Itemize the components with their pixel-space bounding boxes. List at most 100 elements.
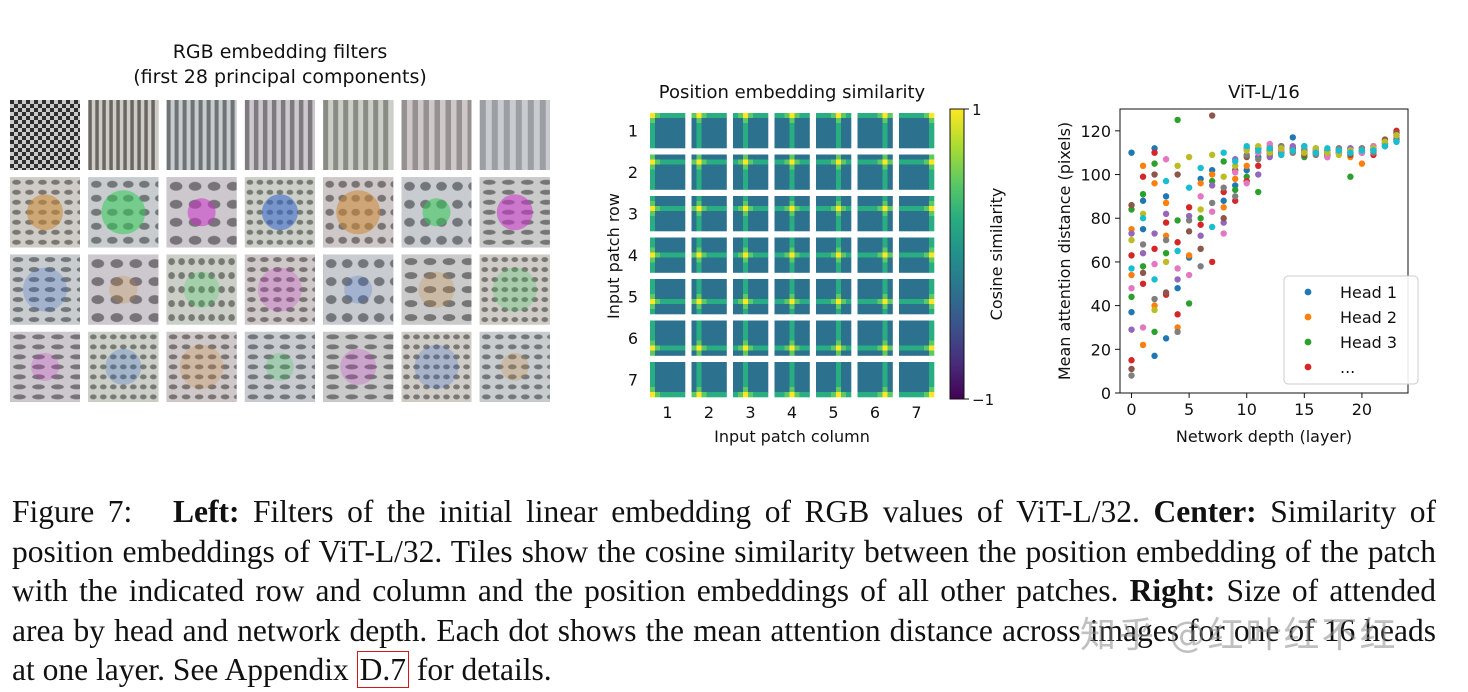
similarity-cell xyxy=(794,340,800,346)
similarity-cell xyxy=(914,143,920,149)
similarity-cell xyxy=(924,299,930,305)
similarity-cell xyxy=(836,196,842,202)
similarity-cell xyxy=(929,309,935,315)
similarity-cell xyxy=(733,289,739,295)
caption-center-head: Center: xyxy=(1153,494,1257,529)
similarity-tile xyxy=(899,237,935,273)
similarity-cell xyxy=(804,340,810,346)
similarity-cell xyxy=(660,289,666,295)
similarity-cell xyxy=(857,362,863,368)
similarity-cell xyxy=(721,154,727,160)
similarity-cell xyxy=(836,123,842,129)
similarity-cell xyxy=(763,252,769,258)
similarity-cell xyxy=(650,350,656,356)
similarity-cell xyxy=(882,184,888,190)
x-tick-label: 4 xyxy=(787,403,797,422)
similarity-cell xyxy=(691,367,697,373)
similarity-cell xyxy=(711,123,717,129)
similarity-cell xyxy=(738,226,744,232)
similarity-cell xyxy=(831,335,837,341)
scatter-point xyxy=(1162,258,1170,266)
similarity-cell xyxy=(857,382,863,388)
similarity-cell xyxy=(701,179,707,185)
appendix-link[interactable]: D.7 xyxy=(356,651,410,688)
similarity-cell xyxy=(650,242,656,248)
similarity-cell xyxy=(899,216,905,222)
similarity-cell xyxy=(748,128,754,134)
similarity-cell xyxy=(882,252,888,258)
similarity-cell xyxy=(650,247,656,253)
similarity-cell xyxy=(701,206,707,212)
similarity-cell xyxy=(872,289,878,295)
similarity-cell xyxy=(914,118,920,124)
similarity-cell xyxy=(836,262,842,268)
filter-tile xyxy=(479,100,550,170)
similarity-cell xyxy=(919,372,925,378)
similarity-cell xyxy=(650,133,656,139)
similarity-cell xyxy=(794,237,800,243)
similarity-cell xyxy=(877,143,883,149)
similarity-cell xyxy=(784,325,790,331)
similarity-cell xyxy=(691,262,697,268)
similarity-cell xyxy=(753,279,759,285)
similarity-cell xyxy=(816,294,822,300)
similarity-cell xyxy=(706,294,712,300)
similarity-cell xyxy=(862,267,868,273)
similarity-cell xyxy=(738,330,744,336)
similarity-cell xyxy=(733,201,739,207)
similarity-tile xyxy=(691,279,727,315)
scatter-point xyxy=(1358,160,1366,167)
similarity-cell xyxy=(748,392,754,398)
similarity-cell xyxy=(784,262,790,268)
similarity-cell xyxy=(774,169,780,175)
scatter-point xyxy=(1151,276,1158,283)
similarity-cell xyxy=(846,216,852,222)
scatter-point xyxy=(1162,199,1170,207)
similarity-cell xyxy=(706,201,712,207)
scatter-point xyxy=(1128,271,1135,279)
similarity-cell xyxy=(680,284,686,290)
similarity-cell xyxy=(758,138,764,144)
similarity-cell xyxy=(857,216,863,222)
similarity-cell xyxy=(904,242,910,248)
similarity-cell xyxy=(696,143,702,149)
similarity-cell xyxy=(733,216,739,222)
similarity-cell xyxy=(774,304,780,310)
similarity-cell xyxy=(675,284,681,290)
similarity-cell xyxy=(763,367,769,373)
caption-left-head: Left: xyxy=(172,494,240,529)
filters-title: RGB embedding filters (first 28 principa… xyxy=(10,40,550,90)
similarity-cell xyxy=(696,184,702,190)
similarity-cell xyxy=(665,330,671,336)
similarity-cell xyxy=(680,113,686,119)
similarity-cell xyxy=(748,216,754,222)
similarity-cell xyxy=(675,335,681,341)
similarity-cell xyxy=(665,372,671,378)
similarity-cell xyxy=(919,309,925,315)
similarity-cell xyxy=(867,362,873,368)
similarity-cell xyxy=(887,164,893,170)
similarity-cell xyxy=(748,123,754,129)
similarity-cell xyxy=(929,257,935,263)
similarity-cell xyxy=(655,267,661,273)
similarity-tile xyxy=(816,154,852,190)
similarity-cell xyxy=(914,335,920,341)
similarity-cell xyxy=(743,118,749,124)
similarity-cell xyxy=(763,382,769,388)
similarity-cell xyxy=(670,206,676,212)
similarity-cell xyxy=(779,113,785,119)
similarity-cell xyxy=(836,159,842,165)
similarity-cell xyxy=(789,367,795,373)
similarity-cell xyxy=(691,325,697,331)
similarity-cell xyxy=(794,335,800,341)
similarity-cell xyxy=(665,267,671,273)
similarity-cell xyxy=(675,267,681,273)
similarity-cell xyxy=(789,382,795,388)
similarity-cell xyxy=(774,179,780,185)
similarity-cell xyxy=(675,392,681,398)
similarity-cell xyxy=(774,320,780,326)
similarity-cell xyxy=(701,367,707,373)
similarity-cell xyxy=(758,154,764,160)
similarity-cell xyxy=(680,138,686,144)
similarity-cell xyxy=(924,345,930,351)
